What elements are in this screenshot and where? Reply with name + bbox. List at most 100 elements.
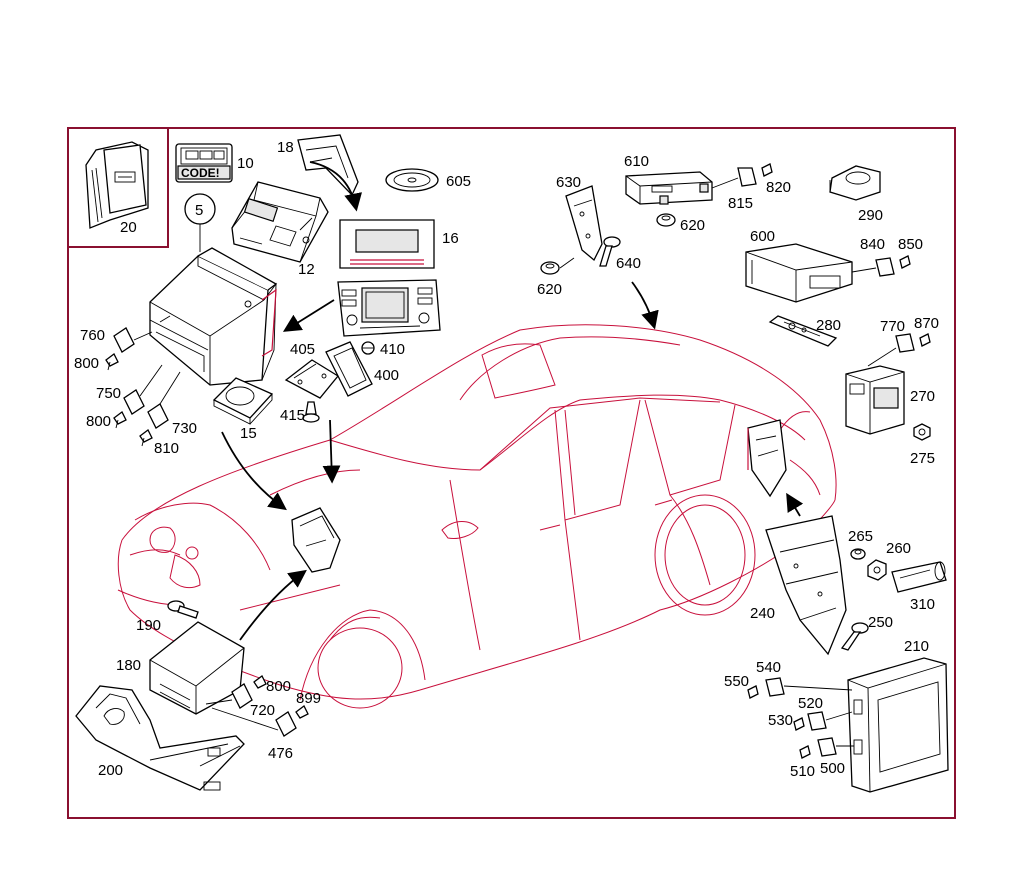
connector-770-part (867, 333, 915, 367)
label-15: 15 (240, 425, 257, 442)
label-610: 610 (624, 153, 649, 170)
label-410: 410 (380, 341, 405, 358)
screw-410-part (361, 341, 375, 355)
module-270-part (845, 365, 905, 435)
label-800-bottom: 800 (266, 678, 291, 695)
arrow-180-to-dash (239, 569, 307, 641)
label-190: 190 (136, 617, 161, 634)
label-820: 820 (766, 179, 791, 196)
arrow-630-to-car (631, 281, 659, 330)
label-760: 760 (80, 327, 105, 344)
pin-899-part (295, 705, 309, 719)
bracket-240-part (765, 515, 847, 656)
label-270: 270 (910, 388, 935, 405)
connector-720-part (205, 683, 253, 709)
pin-530-part (793, 717, 805, 731)
label-265: 265 (848, 528, 873, 545)
connector-760-part (113, 327, 153, 353)
label-605: 605 (446, 173, 471, 190)
arrow-drive-to-dash (221, 431, 287, 511)
label-16: 16 (442, 230, 459, 247)
unit-600-part (745, 243, 853, 303)
connector-540-part (765, 677, 853, 697)
display-trim-part (339, 219, 435, 269)
label-770: 770 (880, 318, 905, 335)
connector-730-part (147, 371, 181, 429)
label-200: 200 (98, 762, 123, 779)
nut-620-right-part (656, 213, 676, 227)
label-750: 750 (96, 385, 121, 402)
remote-control-280-part (768, 315, 838, 347)
label-275: 275 (910, 450, 935, 467)
bolt-250-part (840, 622, 869, 651)
label-290: 290 (858, 207, 883, 224)
connector-840-part (851, 257, 895, 277)
nut-275-part (913, 423, 931, 441)
pin-820-part (761, 163, 773, 177)
label-400: 400 (374, 367, 399, 384)
carrier-bracket-200-part (75, 685, 245, 791)
pin-800-bottom-part (253, 675, 267, 689)
bolt-640-part (599, 236, 621, 267)
label-810: 810 (154, 440, 179, 457)
label-10: 10 (237, 155, 254, 172)
label-720: 720 (250, 702, 275, 719)
arrow-bezel-to-radio (309, 161, 362, 212)
pin-810-part (139, 429, 153, 447)
bracket-630-part (565, 185, 603, 262)
label-815: 815 (728, 195, 753, 212)
module-610-part (625, 171, 713, 205)
label-500: 500 (820, 760, 845, 777)
label-405: 405 (290, 341, 315, 358)
radio-code-card-part (175, 143, 233, 183)
label-630: 630 (556, 174, 581, 191)
label-899: 899 (296, 690, 321, 707)
label-280: 280 (816, 317, 841, 334)
module-290-part (829, 165, 881, 201)
connector-476-part (211, 707, 297, 737)
pin-870-part (919, 333, 931, 347)
label-18: 18 (277, 139, 294, 156)
pin-550-part (747, 685, 759, 699)
connector-520-part (807, 711, 853, 731)
label-800-left-upper: 800 (74, 355, 99, 372)
label-840: 840 (860, 236, 885, 253)
label-520: 520 (798, 695, 823, 712)
mounting-bracket-405-part (284, 359, 339, 399)
manual-inset-box (68, 128, 169, 248)
bolt-190-part (167, 600, 199, 619)
arrow-headunit-to-navunit (282, 299, 335, 332)
connector-500-part (817, 737, 854, 757)
label-250: 250 (868, 614, 893, 631)
label-730: 730 (172, 420, 197, 437)
arrow-bracket-to-dash (322, 419, 341, 484)
battery-310-part (891, 561, 947, 593)
label-530: 530 (768, 712, 793, 729)
bezel-frame-part (297, 134, 359, 197)
hard-drive-part (212, 377, 274, 425)
unit-180-part (149, 621, 245, 715)
label-550: 550 (724, 673, 749, 690)
label-640: 640 (616, 255, 641, 272)
code-badge-text: CODE! (181, 166, 220, 180)
label-5: 5 (195, 202, 203, 219)
circled-callout-5 (184, 193, 216, 252)
connector-815-part (711, 167, 757, 189)
label-620-right: 620 (680, 217, 705, 234)
label-12: 12 (298, 261, 315, 278)
pin-510-part (799, 745, 811, 759)
navigation-unit-part (149, 247, 278, 386)
module-210-part (847, 657, 949, 793)
pin-800-upper-part (105, 353, 119, 371)
nut-260-part (867, 559, 887, 581)
head-unit-part (337, 279, 441, 337)
label-540: 540 (756, 659, 781, 676)
label-240: 240 (750, 605, 775, 622)
pin-850-part (899, 255, 911, 269)
holder-400-part (325, 341, 373, 397)
trunk-mount-bracket (747, 419, 787, 498)
bolt-415-part (302, 401, 320, 423)
label-800-left-lower: 800 (86, 413, 111, 430)
label-850: 850 (898, 236, 923, 253)
